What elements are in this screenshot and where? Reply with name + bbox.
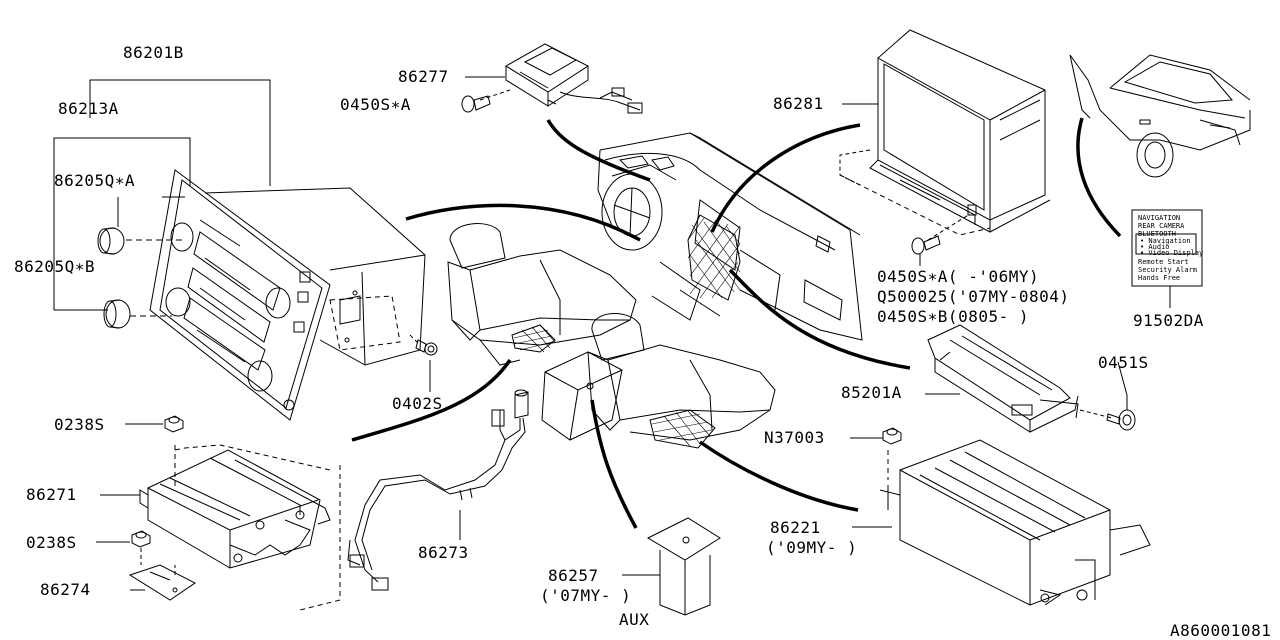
head-unit-chassis bbox=[204, 187, 426, 366]
label-07my: ('07MY- ) bbox=[540, 586, 632, 605]
sticker-line-6: • Video Display bbox=[1140, 249, 1204, 257]
seat-driver bbox=[447, 223, 637, 366]
screw-0450sa-top bbox=[461, 89, 511, 113]
label-0238s-bot: 0238S bbox=[26, 533, 77, 552]
label-86213a: 86213A bbox=[58, 99, 119, 118]
label-86271: 86271 bbox=[26, 485, 77, 504]
label-0450s-a-mid: 0450S∗A( -'06MY) bbox=[877, 267, 1040, 286]
sticker-line-3: BLUETOOTH bbox=[1138, 230, 1176, 238]
label-0238s-top: 0238S bbox=[54, 415, 105, 434]
label-86221: 86221 bbox=[770, 518, 821, 537]
screw-0450s-nav bbox=[911, 213, 971, 266]
aux-box-86257 bbox=[622, 517, 721, 616]
bracket-86274 bbox=[128, 564, 196, 601]
dashboard bbox=[597, 132, 863, 341]
label-86205q-b: 86205Q∗B bbox=[14, 257, 96, 276]
hatch-driver-seat bbox=[511, 324, 556, 353]
sticker-line-5: • Audio bbox=[1140, 243, 1170, 251]
harness-86273 bbox=[347, 389, 529, 591]
module-85201a bbox=[927, 324, 1113, 433]
label-q500025: Q500025('07MY-0804) bbox=[877, 287, 1070, 306]
sticker-line-9: Hands Free bbox=[1138, 274, 1181, 282]
label-86257: 86257 bbox=[548, 566, 599, 585]
seat-passenger bbox=[587, 313, 776, 441]
callout-curves bbox=[351, 117, 1122, 529]
label-n37003: N37003 bbox=[764, 428, 825, 447]
nut-0238s-bot bbox=[96, 530, 151, 565]
head-unit-faceplate bbox=[149, 169, 331, 421]
nut-n37003 bbox=[882, 427, 902, 445]
label-91502da: 91502DA bbox=[1133, 311, 1204, 330]
label-09my: ('09MY- ) bbox=[766, 538, 858, 557]
hatch-passenger-seat bbox=[649, 409, 716, 449]
leader-lines-head-unit bbox=[53, 79, 431, 392]
diagram-code: A860001081 bbox=[1170, 621, 1272, 640]
label-0450s-b: 0450S∗B(0805- ) bbox=[877, 307, 1029, 326]
sticker-line-7: Remote Start bbox=[1138, 258, 1189, 266]
info-sticker-91502da bbox=[1131, 209, 1203, 308]
sticker-line-1: NAVIGATION bbox=[1138, 214, 1181, 222]
label-86277: 86277 bbox=[398, 67, 449, 86]
nav-display-86281 bbox=[839, 29, 1051, 236]
leader-lines-right bbox=[842, 103, 1128, 528]
label-86273: 86273 bbox=[418, 543, 469, 562]
amplifier-86221 bbox=[879, 439, 1151, 606]
label-86205q-a: 86205Q∗A bbox=[54, 171, 136, 190]
label-0451s: 0451S bbox=[1098, 353, 1149, 372]
hatch-center-stack bbox=[687, 214, 741, 301]
center-console bbox=[541, 351, 623, 441]
sticker-line-2: REAR CAMERA bbox=[1138, 222, 1185, 230]
nut-0238s-top bbox=[125, 415, 184, 433]
module-86271 bbox=[139, 444, 341, 611]
knob-a bbox=[97, 227, 125, 255]
label-85201a: 85201A bbox=[841, 383, 902, 402]
car-illustration bbox=[1069, 54, 1251, 178]
module-86277 bbox=[465, 43, 643, 114]
label-aux: AUX bbox=[619, 610, 650, 629]
label-0450s-a-top: 0450S∗A bbox=[340, 95, 411, 114]
label-86201b: 86201B bbox=[123, 43, 184, 62]
label-86274: 86274 bbox=[40, 580, 91, 599]
screw-0451s bbox=[1106, 395, 1136, 431]
label-0402s: 0402S bbox=[392, 394, 443, 413]
knob-b bbox=[103, 299, 131, 329]
screw-0402s bbox=[409, 334, 438, 356]
sticker-line-4: • Navigation bbox=[1140, 237, 1191, 245]
sticker-line-8: Security Alarm bbox=[1138, 266, 1198, 274]
label-86281: 86281 bbox=[773, 94, 824, 113]
